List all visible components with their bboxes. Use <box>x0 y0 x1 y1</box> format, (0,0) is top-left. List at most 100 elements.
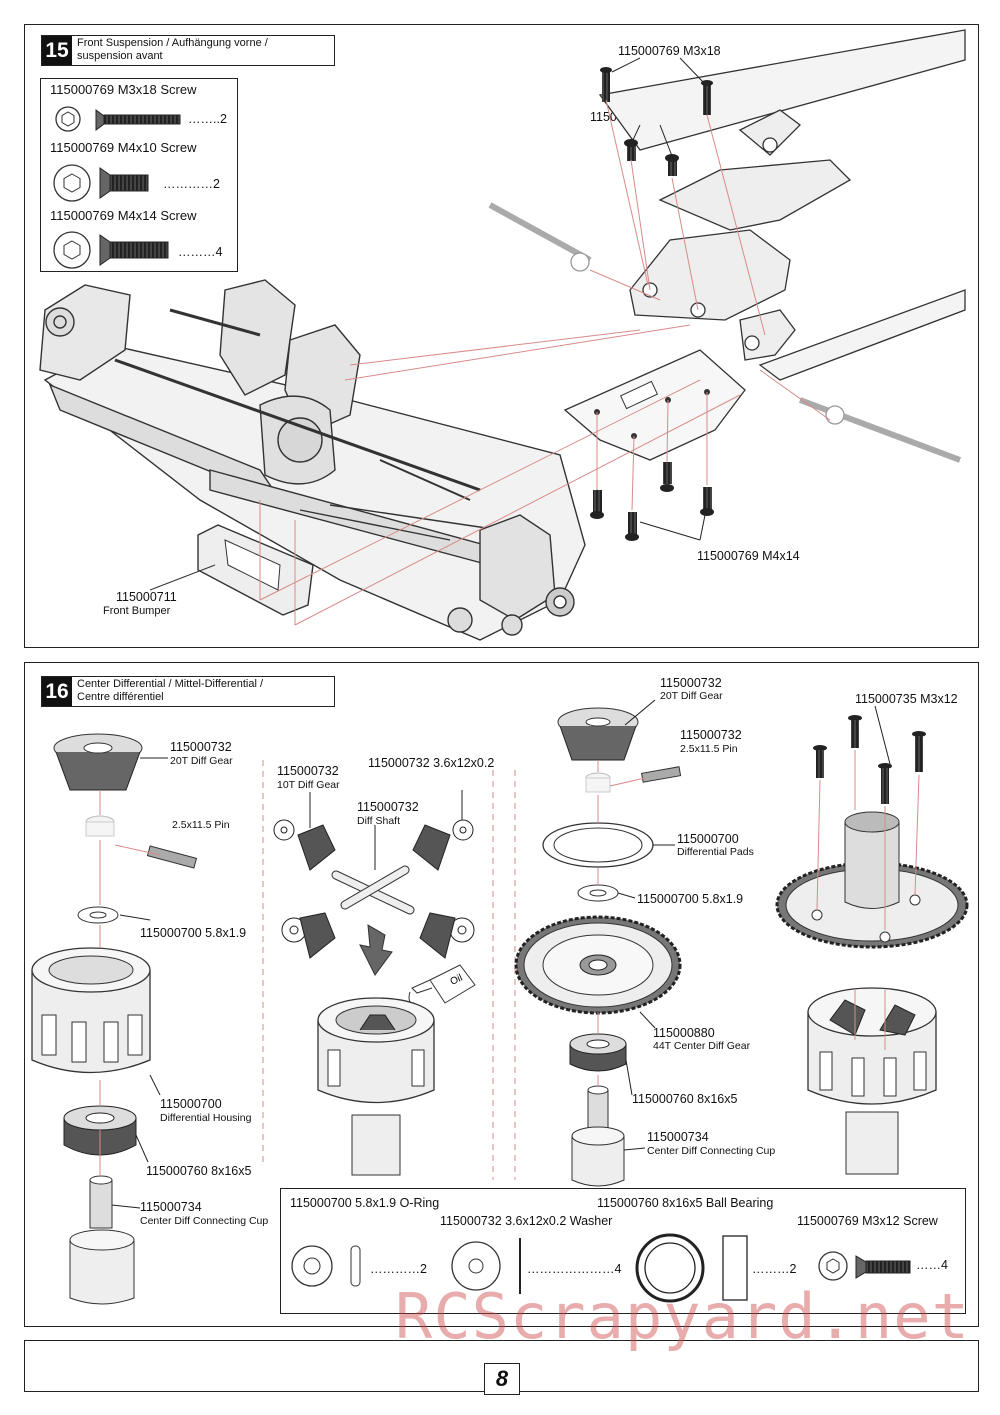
right-pin-name: 2.5x11.5 Pin <box>680 743 738 755</box>
left-gear-pn: 115000732 <box>170 740 232 754</box>
left-callout-lines <box>111 757 168 1209</box>
step16-subtitle: Centre différentiel <box>77 691 164 703</box>
mid-gear-pn: 115000732 <box>277 764 339 778</box>
left-bearing: 115000760 8x16x5 <box>146 1164 252 1178</box>
parts-label-m4x10: 115000769 M4x10 Screw <box>50 140 197 155</box>
left-gear-name: 20T Diff Gear <box>170 755 233 767</box>
callout-m3x18: 115000769 M3x18 <box>618 44 721 58</box>
right-spur-name: 44T Center Diff Gear <box>653 1040 751 1052</box>
front-upper-arm-drawing <box>488 29 966 463</box>
right-oring-drawing <box>577 884 619 902</box>
left-housing-pn: 115000700 <box>160 1097 222 1111</box>
left-guide-lines <box>99 790 161 1176</box>
right-callout-lines <box>617 699 675 1151</box>
right-screw: 115000735 M3x12 <box>855 692 958 706</box>
m4x10-screws-drawing <box>624 139 679 176</box>
left-cup-pn: 115000734 <box>140 1200 202 1214</box>
bearing-icon <box>635 1233 748 1303</box>
mid-washer: 115000732 3.6x12x0.2 <box>368 756 495 770</box>
m3x12-screws-drawing <box>813 715 926 804</box>
step16-dividers <box>262 760 516 1180</box>
left-pin-drawing <box>146 845 198 869</box>
step15-title: Front Suspension / Aufhängung vorne / <box>77 37 268 49</box>
mid-shaft-name: Diff Shaft <box>357 815 400 827</box>
right-guide-lines <box>597 760 646 1086</box>
step16-header: 16 Center Differential / Mittel-Differen… <box>41 676 335 707</box>
right-bearing: 115000760 8x16x5 <box>632 1092 738 1106</box>
callout-bumper-pn: 115000711 <box>116 590 177 604</box>
right-connecting-cup <box>571 1085 625 1187</box>
right-oring: 115000700 5.8x1.9 <box>637 892 744 906</box>
screw-callout-line <box>874 705 891 765</box>
parts-qty-washer: …………………4 <box>527 1262 622 1276</box>
step15-panel <box>24 24 979 648</box>
parts-label-bearing: 115000760 8x16x5 Ball Bearing <box>597 1196 774 1210</box>
left-oring: 115000700 5.8x1.9 <box>140 926 247 940</box>
step16-panel <box>24 662 979 1327</box>
right-pads-pn: 115000700 <box>677 832 739 846</box>
parts-label-m4x14: 115000769 M4x14 Screw <box>50 208 197 223</box>
mid-shaft-pn: 115000732 <box>357 800 419 814</box>
step16-title: Center Differential / Mittel-Differentia… <box>77 678 264 690</box>
left-pin: 2.5x11.5 Pin <box>172 819 230 831</box>
right-cup-pn: 115000734 <box>647 1130 709 1144</box>
parts-label-m3x18: 115000769 M3x18 Screw <box>50 82 197 97</box>
washer-icon <box>451 1238 521 1294</box>
mid-diff-shaft <box>331 865 415 915</box>
screw-m3x12-icon <box>818 1251 911 1281</box>
left-20t-diff-gear <box>53 733 143 791</box>
parts-label-screw: 115000769 M3x12 Screw <box>797 1214 938 1228</box>
front-bumper-drawing <box>149 524 314 616</box>
step16-number: 16 <box>42 677 72 706</box>
step15-guide-lines <box>259 99 831 626</box>
screw-m3x18-icon <box>55 106 181 132</box>
mid-spider-gears <box>273 819 475 959</box>
step15-callout-lines <box>611 57 706 541</box>
parts-qty-m4x10: …………2 <box>163 177 220 191</box>
left-diff-housing <box>31 947 151 1074</box>
oil-bottle-icon <box>408 964 476 1004</box>
down-arrow-icon <box>359 924 393 976</box>
parts-qty-oring: …………2 <box>370 1262 427 1276</box>
parts-label-oring: 115000700 5.8x1.9 O-Ring <box>290 1196 440 1210</box>
chassis-brace-plate <box>563 349 746 461</box>
oring-icon <box>291 1245 361 1287</box>
step16-parts-box <box>280 1188 966 1314</box>
left-cup-name: Center Diff Connecting Cup <box>140 1215 269 1227</box>
right-gear-sleeve <box>585 772 611 793</box>
step15-header: 15 Front Suspension / Aufhängung vorne /… <box>41 35 335 66</box>
right-20t-diff-gear <box>557 707 639 761</box>
mid-callout-lines <box>309 790 463 870</box>
assembled-center-diff <box>775 811 969 1175</box>
right-ball-bearing <box>569 1033 627 1072</box>
oil-label: Oil <box>449 973 465 988</box>
mid-gear-name: 10T Diff Gear <box>277 779 340 791</box>
page-number: 8 <box>484 1363 520 1395</box>
m4x14-screws-drawing <box>590 462 714 541</box>
right-pads-name: Differential Pads <box>677 846 754 858</box>
m3x18-screws-drawing <box>600 67 713 115</box>
parts-qty-m3x18: ……..2 <box>188 112 227 126</box>
right-44t-spur-gear <box>514 915 682 1015</box>
callout-m4x14: 115000769 M4x14 <box>697 549 800 563</box>
parts-qty-m4x14: ………4 <box>178 245 223 259</box>
left-oring-drawing <box>77 906 119 924</box>
right-pin-drawing <box>641 766 682 783</box>
right-diff-pads <box>542 822 654 868</box>
parts-label-washer: 115000732 3.6x12x0.2 Washer <box>440 1214 613 1228</box>
screw-m4x14-icon <box>53 231 169 269</box>
left-connecting-cup <box>69 1175 135 1305</box>
screw-m4x10-icon <box>53 164 149 202</box>
callout-bumper-name: Front Bumper <box>103 605 171 617</box>
right-gear-name: 20T Diff Gear <box>660 690 723 702</box>
step15-subtitle: suspension avant <box>77 50 163 62</box>
right-pin-pn: 115000732 <box>680 728 742 742</box>
parts-qty-bearing: ………2 <box>752 1262 797 1276</box>
step15-number: 15 <box>42 36 72 65</box>
mid-diff-housing <box>317 997 435 1176</box>
far-right-guide-lines <box>816 750 920 1050</box>
right-cup-name: Center Diff Connecting Cup <box>647 1145 776 1157</box>
chassis-assembly-drawing <box>39 279 586 641</box>
parts-qty-screw: ……4 <box>916 1258 948 1272</box>
left-housing-name: Differential Housing <box>160 1112 252 1124</box>
